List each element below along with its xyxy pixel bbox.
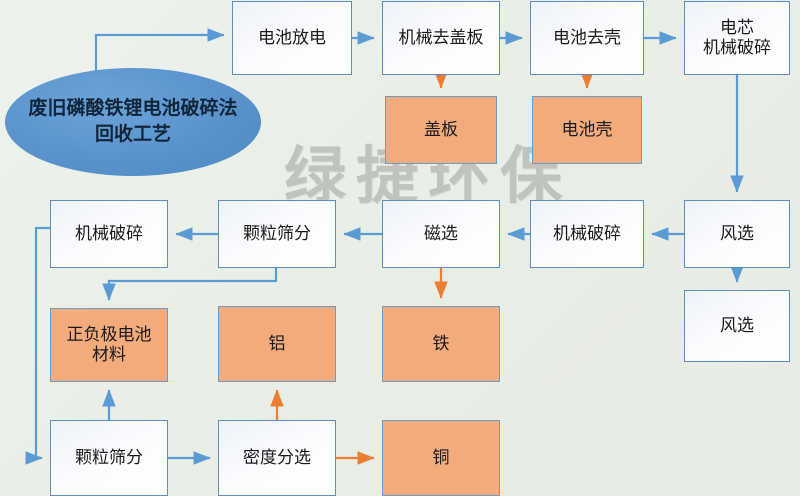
node-label: 电池放电 [258,27,326,47]
node-mechanical-decapping: 机械去盖板 [382,1,500,75]
node-label: 颗粒筛分 [75,447,143,467]
node-label: 密度分选 [243,447,311,467]
node-label: 磁选 [424,223,458,243]
node-density-separation: 密度分选 [218,420,336,496]
node-label: 电池去壳 [553,27,621,47]
node-label: 正负极电池 材料 [66,324,152,364]
node-battery-deshelling: 电池去壳 [530,1,644,75]
node-label: 铝 [268,333,286,353]
node-label: 风选 [720,315,754,335]
node-mechanical-crushing-right: 机械破碎 [530,200,644,268]
node-mechanical-crushing-left: 机械破碎 [50,200,168,268]
node-aluminum: 铝 [218,306,336,382]
node-label: 铁 [432,333,450,353]
node-label: 颗粒筛分 [243,223,311,243]
node-label: 机械破碎 [553,223,621,243]
node-cover-plate: 盖板 [385,96,497,164]
node-label: 机械破碎 [75,223,143,243]
start-node-label: 废旧磷酸铁锂电池破碎法回收工艺 [28,98,238,145]
node-cell-mechanical-crushing: 电芯 机械破碎 [684,1,790,75]
node-battery-shell: 电池壳 [532,96,642,164]
edge-screen-mid-to-electrode [102,268,278,301]
node-copper: 铜 [382,420,500,496]
node-magnetic-separation: 磁选 [382,200,500,268]
node-label: 风选 [720,223,754,243]
node-electrode-material: 正负极电池 材料 [50,308,168,382]
node-particle-screening-mid: 颗粒筛分 [218,200,336,268]
node-label: 机械去盖板 [398,27,484,47]
node-label: 盖板 [424,119,458,139]
node-label: 电池壳 [561,119,613,139]
edge-crush-left-to-screen-bottom [25,226,50,465]
node-battery-discharge: 电池放电 [232,1,352,75]
start-node-title: 废旧磷酸铁锂电池破碎法回收工艺 [5,68,261,176]
node-particle-screening-bottom: 颗粒筛分 [50,420,168,496]
node-air-separation-1: 风选 [684,200,790,268]
node-label: 铜 [432,447,450,467]
node-label: 电芯 机械破碎 [703,17,771,57]
node-iron: 铁 [382,306,500,382]
node-air-separation-2: 风选 [684,290,790,362]
